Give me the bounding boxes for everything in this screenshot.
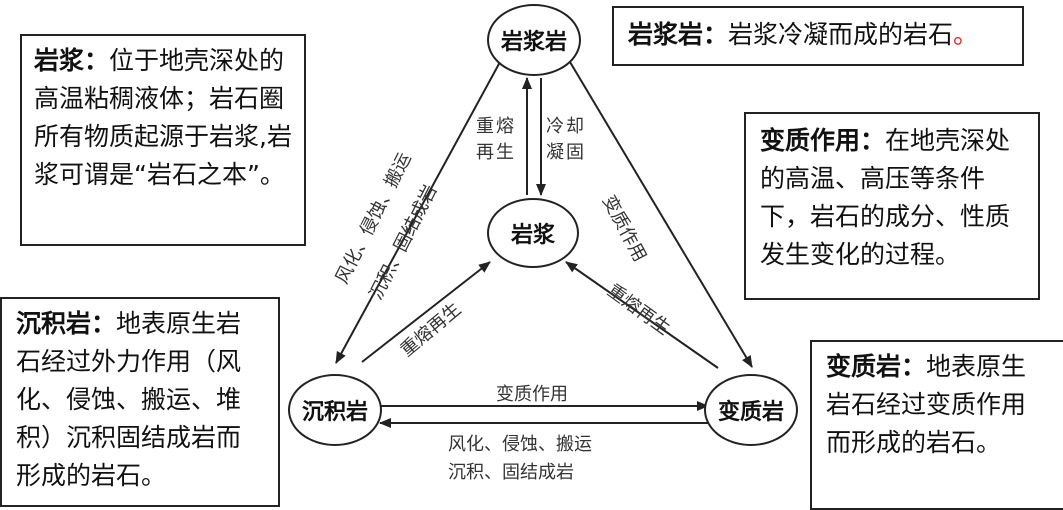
- definition-box-metamorphic-rock: 变质岩：地表原生岩石经过变质作用而形成的岩石。: [810, 340, 1063, 510]
- node-metamorphic-rock: 变质岩: [704, 374, 798, 446]
- label-metamorphism-bottom: 变质作用: [496, 384, 568, 405]
- label-cool-solidify: 冷却凝固: [546, 116, 586, 163]
- node-sedimentary-rock: 沉积岩: [288, 374, 382, 446]
- arrow-magmatic-to-metamorphic: [569, 61, 753, 368]
- node-sedimentary-label: 沉积岩: [301, 400, 368, 425]
- desc-metamorphism: 在地壳深处的高温、高压等条件下，岩石的成分、性质发生变化的过程。: [760, 126, 1011, 269]
- node-magmatic-rock: 岩浆岩: [487, 4, 581, 76]
- desc-metamorphic-rock: 地表原生岩石经过变质作用而形成的岩石。: [826, 352, 1027, 457]
- definition-box-sedimentary-rock: 沉积岩：地表原生岩石经过外力作用（风化、侵蚀、搬运、堆积）沉积固结成岩而形成的岩…: [0, 297, 280, 507]
- definition-box-magmatic-rock: 岩浆岩：岩浆冷凝而成的岩石。: [612, 6, 1024, 66]
- label-remelt-vertical: 重熔再生: [476, 116, 516, 163]
- definition-box-metamorphism: 变质作用：在地壳深处的高温、高压等条件下，岩石的成分、性质发生变化的过程。: [744, 112, 1040, 300]
- term-metamorphic-rock: 变质岩：: [826, 352, 927, 381]
- term-magmatic-rock: 岩浆岩：: [628, 20, 729, 49]
- desc-magma: 位于地壳深处的高温粘稠液体；岩石圈所有物质起源于岩浆,岩浆可谓是“岩石之本”。: [34, 46, 292, 189]
- desc-magmatic-rock-end: 。: [953, 20, 979, 49]
- desc-magmatic-rock: 岩浆冷凝而成的岩石: [728, 20, 954, 49]
- definition-box-magma: 岩浆：位于地壳深处的高温粘稠液体；岩石圈所有物质起源于岩浆,岩浆可谓是“岩石之本…: [20, 34, 306, 246]
- node-magmatic-label: 岩浆岩: [500, 30, 567, 55]
- desc-sedimentary-rock: 地表原生岩石经过外力作用（风化、侵蚀、搬运、堆积）沉积固结成岩而形成的岩石。: [16, 309, 242, 490]
- term-metamorphism: 变质作用：: [760, 126, 886, 155]
- label-weathering-bottom-2: 沉积、固结成岩: [448, 462, 574, 483]
- arrow-sedimentary-to-magma: [361, 261, 491, 363]
- node-metamorphic-label: 变质岩: [717, 400, 784, 425]
- term-sedimentary-rock: 沉积岩：: [16, 309, 117, 338]
- node-magma: 岩浆: [487, 198, 579, 268]
- label-weathering-bottom-1: 风化、侵蚀、搬运: [448, 434, 592, 455]
- node-magma-label: 岩浆: [510, 223, 555, 248]
- arrow-metamorphic-to-magma: [565, 261, 719, 369]
- arrow-magmatic-to-sedimentary: [335, 61, 501, 364]
- term-magma: 岩浆：: [34, 46, 110, 75]
